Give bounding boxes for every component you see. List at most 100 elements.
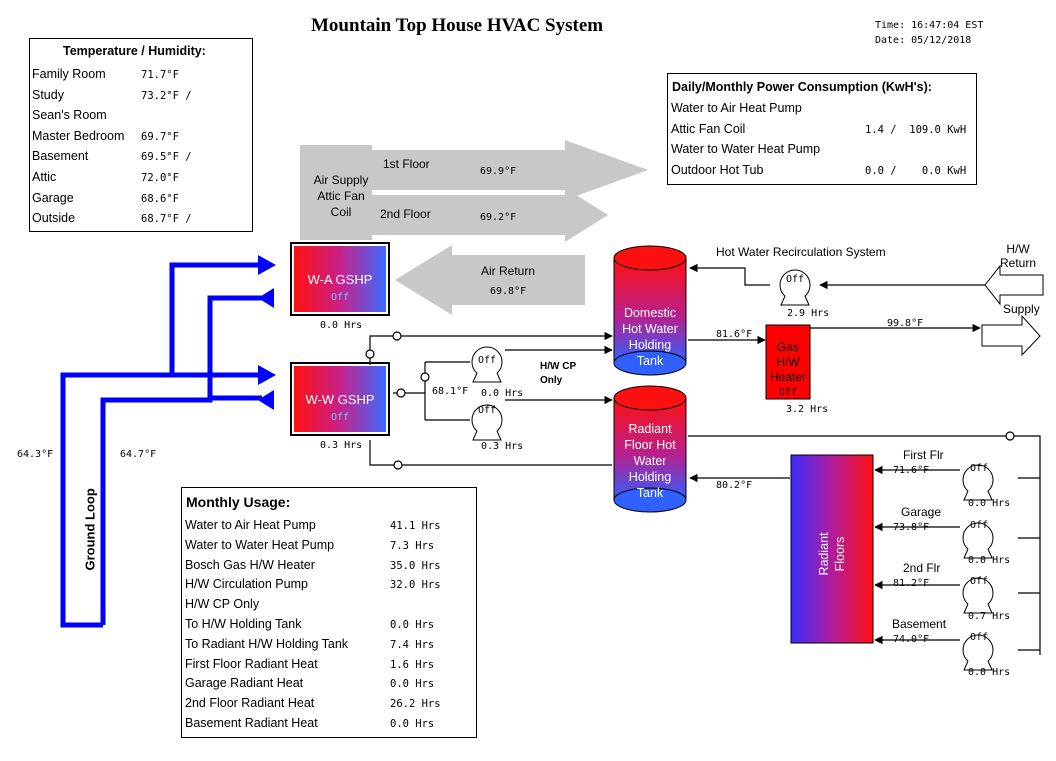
temp-row-value: 73.2°F / [141,89,192,102]
monthly-row-label: Basement Radiant Heat [185,716,318,730]
recirc-title: Hot Water Recirculation System [716,245,886,259]
monthly-row-value: 26.2 Hrs [390,698,441,711]
radiant-floors-label: Radiant Floors [817,532,847,576]
monthly-row-value: 0.0 Hrs [390,718,435,730]
temp-row-label: Outside [32,211,76,226]
zone-pump-hours: 0.0 Hrs [968,667,1011,678]
monthly-row-label: H/W Circulation Pump [185,577,308,592]
gas-heater-body [765,324,811,400]
monthly-row-label: To H/W Holding Tank [185,617,302,631]
wa-gshp-unit[interactable]: W-A GSHP Off [290,242,390,316]
zone-pump-state[interactable]: Off [970,520,989,531]
zone-pump-hours: 0.0 Hrs [968,555,1011,566]
monthly-row-value: 35.0 Hrs [390,559,441,572]
monthly-row-value: 1.6 Hrs [390,658,435,671]
power-row-value: 0.0 / 0.0 KwH [865,164,967,177]
ww-out-temp: 68.1°F [432,386,469,397]
pump-upper-hours: 0.0 Hrs [481,388,524,399]
radiant-floors-body [790,454,874,644]
check-valves [365,331,1015,470]
temp-row-value: 68.7°F / [141,213,192,226]
floor2-label: 2nd Floor [380,207,431,221]
monthly-row-value: 0.0 Hrs [390,619,435,631]
ww-gshp-state: Off [330,412,350,423]
temp-row-value: 72.0°F [141,172,179,184]
power-row-label: Water to Air Heat Pump [671,101,802,115]
monthly-row-value: 0.0 Hrs [390,678,435,691]
zone-temp: 74.0°F [893,634,930,645]
power-heading: Daily/Monthly Power Consumption (KwH's): [672,80,932,94]
monthly-heading: Monthly Usage: [186,494,291,510]
monthly-row-value: 7.4 Hrs [390,638,435,651]
wa-gshp-hours: 0.0 Hrs [320,320,363,331]
zone-name: Basement [892,617,947,631]
zone-pump-hours: 0.0 Hrs [968,498,1011,509]
zone-temp: 71.6°F [893,465,930,476]
radiant-tank-label: Radiant Floor Hot Water Holding Tank [624,422,676,500]
temp-row-label: Study [32,87,64,102]
zone-pump-state[interactable]: Off [970,576,989,587]
floor1-temp: 69.9°F [480,166,517,177]
monthly-row-value: 41.1 Hrs [390,520,441,532]
zone-pump-state[interactable]: Off [970,632,989,643]
gas-heater-label: Gas H/W Heater [769,340,807,384]
monthly-row-label: 2nd Floor Radiant Heat [185,696,315,711]
monthly-row-label: Bosch Gas H/W Heater [185,557,315,572]
recirc-pump-hours: 2.9 Hrs [787,308,830,319]
power-row-label: Outdoor Hot Tub [671,162,764,177]
ground-loop-pipes [60,262,262,628]
wa-gshp-name: W-A GSHP [307,272,373,287]
zone-pump-hours: 0.7 Hrs [968,611,1011,622]
hw-return-label: H/W Return [1000,242,1037,270]
zone-name: 2nd Flr [903,561,941,575]
ground-loop-temp-right: 64.7°F [120,449,157,460]
temp-row-label: Master Bedroom [32,128,125,143]
air-supply-arrows [300,140,648,315]
monthly-row-value: 7.3 Hrs [390,539,435,552]
monthly-row-label: Water to Water Heat Pump [185,537,335,552]
zone-pump-state[interactable]: Off [970,463,989,474]
pump-upper-state[interactable]: Off [478,355,497,366]
ww-gshp-unit[interactable]: W-W GSHP Off [290,362,390,436]
temp-row-label: Family Room [32,67,106,81]
wa-gshp-state: Off [330,292,350,303]
monthly-row-label: Water to Air Heat Pump [185,518,316,532]
supply-arrow [981,314,1041,357]
zone-name: First Flr [903,448,944,462]
monthly-row-label: H/W CP Only [185,597,260,612]
air-return-temp: 69.8°F [490,286,527,297]
monthly-row-value: 32.0 Hrs [390,579,441,592]
ww-gshp-hours: 0.3 Hrs [320,440,363,451]
temp-row-label: Basement [32,149,89,164]
ground-loop-label: Ground Loop [82,488,98,571]
hw-cp-only-label: H/W CP Only [540,361,577,386]
ww-gshp-name: W-W GSHP [305,392,375,407]
pump-shapes [471,269,994,671]
supply-label: Supply [1003,302,1040,316]
air-return-label: Air Return [481,264,536,278]
zone-temp: 73.8°F [893,522,930,533]
hw-return-arrow [984,264,1044,306]
pump-lower-state[interactable]: Off [478,405,497,416]
air-supply-label: Air Supply Attic Fan Coil [313,173,369,219]
ground-loop-arrowheads [258,255,276,410]
clock-date: Date: 05/12/2018 [875,35,972,46]
monthly-usage-panel: Monthly Usage: Water to Air Heat Pump 41.… [181,487,477,738]
supply-temp: 99.8°F [887,318,924,329]
temp-row-label: Sean's Room [32,108,107,123]
power-row-value: 1.4 / 109.0 KwH [865,123,967,136]
temp-row-value: 69.5°F / [141,151,192,164]
monthly-row-label: First Floor Radiant Heat [185,656,318,671]
monthly-row-label: Garage Radiant Heat [185,676,304,691]
ground-loop-temp-left: 64.3°F [17,449,54,460]
power-row-label: Attic Fan Coil [671,121,746,136]
temp-row-value: 68.6°F [141,192,179,205]
pump-lower-hours: 0.3 Hrs [481,441,524,452]
zone-name: Garage [901,505,942,519]
recirc-pump-state[interactable]: Off [786,274,805,285]
power-panel: Daily/Monthly Power Consumption (KwH's):… [667,73,977,185]
power-row-label: Water to Water Heat Pump [671,142,821,157]
gas-heater-hours: 3.2 Hrs [786,404,829,415]
radiant-return-temp: 80.2°F [716,480,753,491]
gas-heater-state[interactable]: Off [779,387,798,398]
